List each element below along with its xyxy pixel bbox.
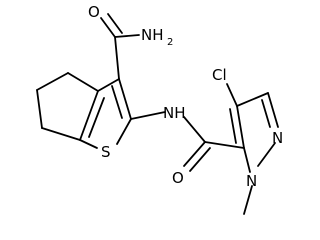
atom-label-pyrazole-n-bottom: N: [246, 172, 257, 190]
bond-pz-c5-c4: [236, 105, 245, 149]
bond-pz-n1-c5: [243, 147, 251, 173]
bond-pz-c5-c4-inner: [229, 108, 237, 144]
bond-cp-3: [36, 89, 43, 129]
bond-pz-n2-n1: [257, 142, 276, 167]
bond-n1-methyl: [243, 185, 253, 215]
bond-c-nh: [130, 111, 166, 120]
bond-th-3: [116, 118, 132, 145]
atom-label-oxygen-bottom: O: [172, 169, 184, 187]
bond-c-pyrazole: [204, 141, 245, 149]
atom-label-oxygen-top: O: [88, 3, 100, 21]
bond-th-1: [97, 78, 120, 92]
structure-canvas: O NH 2 Cl NH S O N N: [36, 3, 284, 215]
bond-th-2: [118, 78, 132, 120]
bond-c4-cl: [226, 83, 238, 107]
atom-label-pyrazole-n-right: N: [272, 129, 283, 147]
bond-c-c-carbonyl-top: [114, 36, 120, 80]
bond-th-2-inner: [111, 85, 123, 119]
bond-cp-4: [41, 127, 81, 141]
bond-fused: [79, 90, 99, 141]
bond-fused-inner: [88, 97, 105, 138]
atom-label-nh2: NH: [141, 26, 164, 44]
atom-label-chlorine: Cl: [212, 66, 227, 84]
bond-pz-c3-n2-inner: [261, 99, 271, 128]
bond-c-o-top-1: [100, 17, 116, 38]
bond-c-n-top: [114, 34, 140, 38]
atom-label-sulfur: S: [101, 143, 111, 161]
bond-cp-1: [67, 72, 99, 92]
bond-th-4: [79, 139, 98, 149]
bond-pz-c3-n2: [267, 92, 279, 128]
atom-labels: O NH 2 Cl NH S O N N: [88, 3, 283, 190]
chemical-structure: O NH 2 Cl NH S O N N: [36, 3, 283, 215]
bond-c-o-bottom-1: [183, 141, 206, 167]
bond-lines: [36, 13, 279, 215]
bond-c-o-bottom-2: [189, 147, 211, 172]
bond-cp-2: [36, 72, 69, 91]
atom-label-nh2-subscript: 2: [167, 37, 173, 48]
bond-c-o-top-2: [107, 13, 123, 34]
atom-label-amide-nh: NH: [163, 104, 186, 122]
bond-pz-c4-c3: [236, 92, 269, 107]
bond-nh-c: [183, 116, 206, 143]
